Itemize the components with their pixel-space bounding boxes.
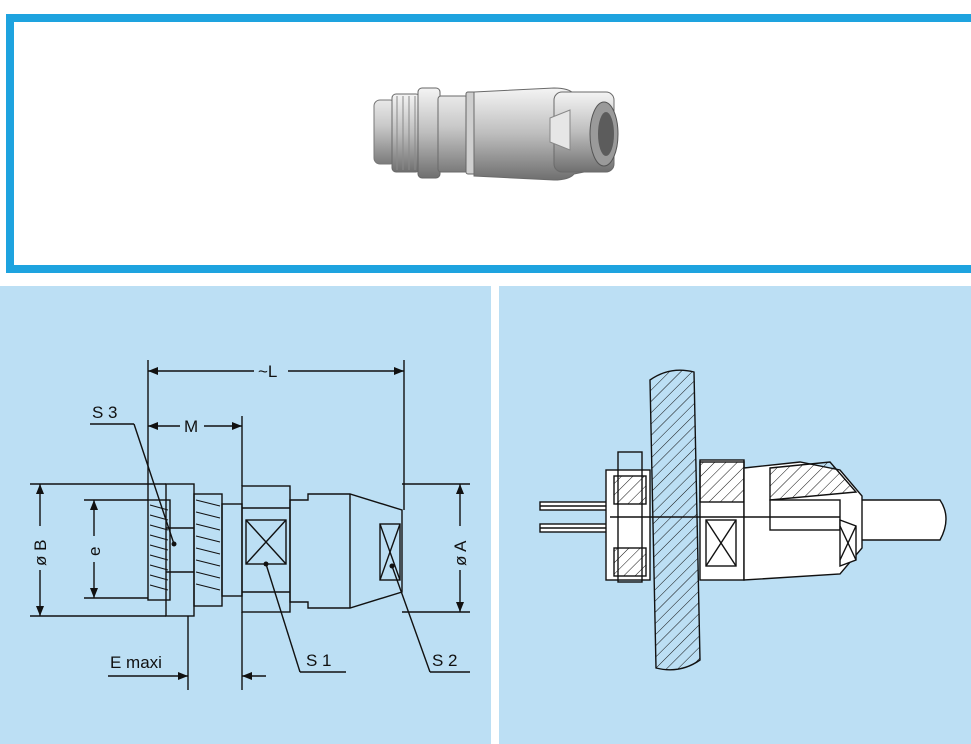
dimension-drawing: ~L M S 3 S 1 S 2 E maxi e ø B ø A	[29, 360, 471, 690]
dim-label-dia-b: ø B	[31, 540, 50, 566]
dim-label-e: e	[85, 547, 104, 556]
dim-label-dia-a: ø A	[451, 540, 470, 566]
dim-label-e-maxi: E maxi	[110, 653, 162, 672]
connector-photo	[373, 87, 619, 181]
section-drawing	[539, 369, 947, 671]
dim-label-s2: S 2	[432, 651, 458, 670]
product-photo-frame	[6, 14, 971, 273]
dim-label-m: M	[184, 417, 198, 436]
dimension-drawing-panel: ~L M S 3 S 1 S 2 E maxi e ø B ø A	[0, 286, 491, 744]
dim-label-s3: S 3	[92, 403, 118, 422]
section-drawing-panel	[499, 286, 971, 744]
dim-label-length: ~L	[258, 362, 277, 381]
dim-label-s1: S 1	[306, 651, 332, 670]
